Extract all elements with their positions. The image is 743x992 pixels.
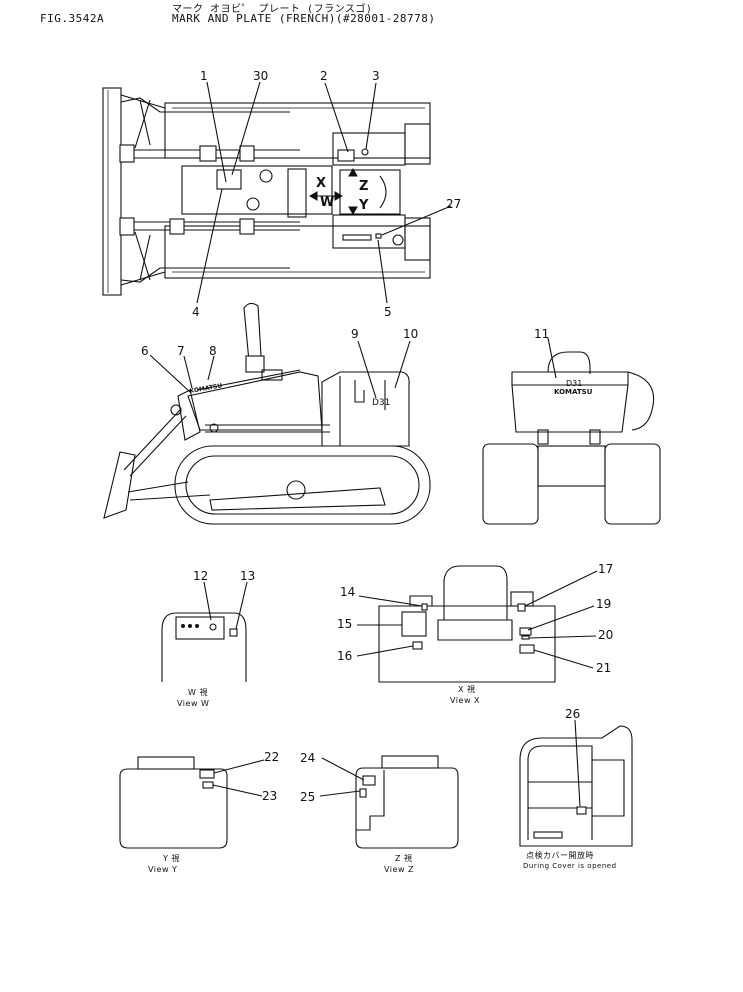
japanese-title: マーク オヨビ゜ プレート (フランスゴ) — [172, 4, 373, 15]
cover-open-caption: During Cover is opened — [523, 862, 617, 870]
callout-17: 17 — [598, 562, 613, 576]
view-w-jp-caption: W 視 — [188, 688, 208, 697]
callout-4: 4 — [192, 305, 200, 319]
callout-9: 9 — [351, 327, 359, 341]
callout-20: 20 — [598, 628, 613, 642]
callout-24: 24 — [300, 751, 315, 765]
callout-22: 22 — [264, 750, 279, 764]
callout-8: 8 — [209, 344, 217, 358]
callout-6: 6 — [141, 344, 149, 358]
view-x-drawing — [378, 565, 556, 683]
callout-15: 15 — [337, 617, 352, 631]
rear-brand-plate: KOMATSU — [554, 388, 593, 396]
view-w-drawing — [161, 581, 248, 682]
callout-25: 25 — [300, 790, 315, 804]
view-y-drawing — [119, 756, 265, 849]
callout-23: 23 — [262, 789, 277, 803]
callout-11: 11 — [534, 327, 549, 341]
side-view-drawing — [103, 302, 431, 525]
view-y-caption: View Y — [148, 865, 177, 874]
side-model-plate: D31 — [372, 398, 390, 408]
direction-z-label: Z — [359, 179, 368, 194]
rear-model-plate: D31 — [566, 379, 582, 388]
view-y-jp-caption: Y 視 — [162, 854, 180, 863]
callout-30: 30 — [253, 69, 268, 83]
top-view-drawing — [102, 87, 431, 296]
view-z-caption: View Z — [384, 865, 414, 874]
callout-14: 14 — [340, 585, 355, 599]
callout-1: 1 — [200, 69, 208, 83]
rear-view-drawing — [482, 351, 661, 525]
cover-open-drawing — [519, 719, 633, 847]
direction-w-label: W — [320, 195, 334, 210]
callout-10: 10 — [403, 327, 418, 341]
view-x-leaders — [356, 570, 598, 669]
callout-3: 3 — [372, 69, 380, 83]
callout-2: 2 — [320, 69, 328, 83]
callout-7: 7 — [177, 344, 185, 358]
view-z-jp-caption: Z 視 — [395, 854, 413, 863]
side-view-leaders — [149, 337, 557, 399]
callout-5: 5 — [384, 305, 392, 319]
callout-19: 19 — [596, 597, 611, 611]
callout-16: 16 — [337, 649, 352, 663]
direction-x-label: X — [316, 176, 326, 191]
view-w-caption: View W — [177, 699, 209, 708]
callout-21: 21 — [596, 661, 611, 675]
callout-12: 12 — [193, 569, 208, 583]
view-x-jp-caption: X 視 — [458, 685, 476, 694]
cover-open-jp-caption: 点検カバー開放時 — [526, 850, 594, 860]
direction-y-label: Y — [358, 198, 369, 213]
view-z-drawing — [319, 755, 459, 849]
view-x-caption: View X — [450, 696, 480, 705]
side-brand-plate: KOMATSU — [189, 382, 223, 395]
figure-title: MARK AND PLATE (FRENCH)(#28001-28778) — [172, 12, 436, 25]
top-view-leaders — [196, 81, 452, 304]
callout-26: 26 — [565, 707, 580, 721]
figure-number: FIG.3542A — [40, 12, 105, 25]
callout-13: 13 — [240, 569, 255, 583]
callout-27: 27 — [446, 197, 461, 211]
